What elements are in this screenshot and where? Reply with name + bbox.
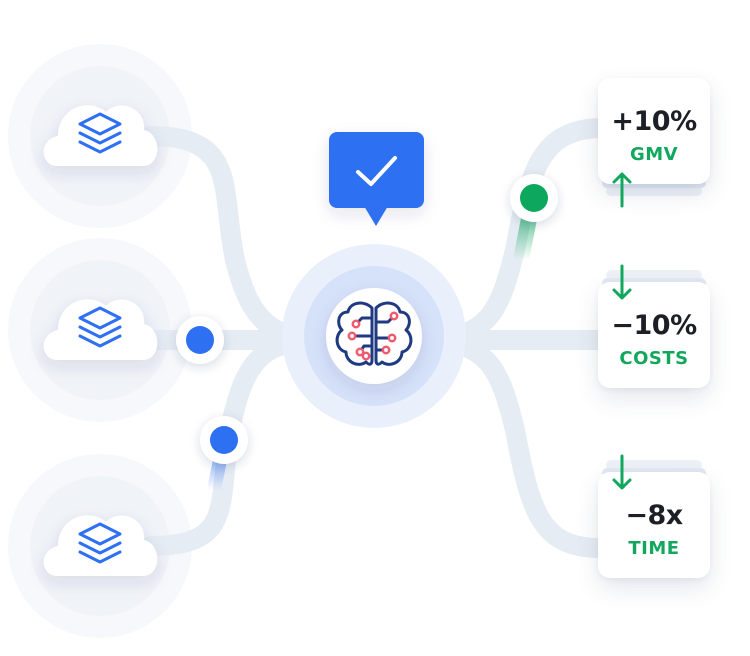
metric-card-stack: [606, 460, 702, 470]
metric-value: +10%: [611, 106, 697, 137]
cloud-shape: [43, 105, 158, 166]
check-icon: [356, 156, 397, 186]
metric-card-gmv: +10% GMV: [598, 78, 710, 184]
metric-label: GMV: [629, 144, 679, 165]
source-cloud-1: [43, 105, 158, 166]
cloud-shape: [43, 299, 158, 360]
layers-icon: [78, 522, 122, 564]
metric-card-stack: [606, 186, 702, 196]
layers-icon: [78, 112, 122, 154]
metric-card-stack: [606, 270, 702, 280]
metric-card-costs: −10% COSTS: [598, 282, 710, 388]
check-badge: [329, 132, 424, 226]
junction-dot-green: [510, 174, 558, 222]
source-cloud-3: [43, 515, 158, 576]
metric-value: −10%: [611, 310, 697, 341]
arrow-up-icon: [612, 172, 632, 208]
arrow-down-icon: [612, 264, 632, 300]
metric-label: COSTS: [619, 348, 689, 369]
cloud-shape: [43, 515, 158, 576]
source-cloud-2: [43, 299, 158, 360]
brain-circuit-nodes: [347, 311, 399, 361]
junction-dot-blue-2: [200, 416, 248, 464]
central-hub: [282, 244, 466, 428]
layers-icon: [78, 306, 122, 348]
sources-layer: [43, 105, 158, 576]
arrow-down-icon: [612, 454, 632, 490]
junction-dot-blue-1: [176, 316, 224, 364]
metric-value: −8x: [625, 500, 683, 531]
track-out-3: [410, 330, 610, 558]
junction-dots: [176, 174, 558, 464]
metric-label: TIME: [628, 538, 680, 559]
